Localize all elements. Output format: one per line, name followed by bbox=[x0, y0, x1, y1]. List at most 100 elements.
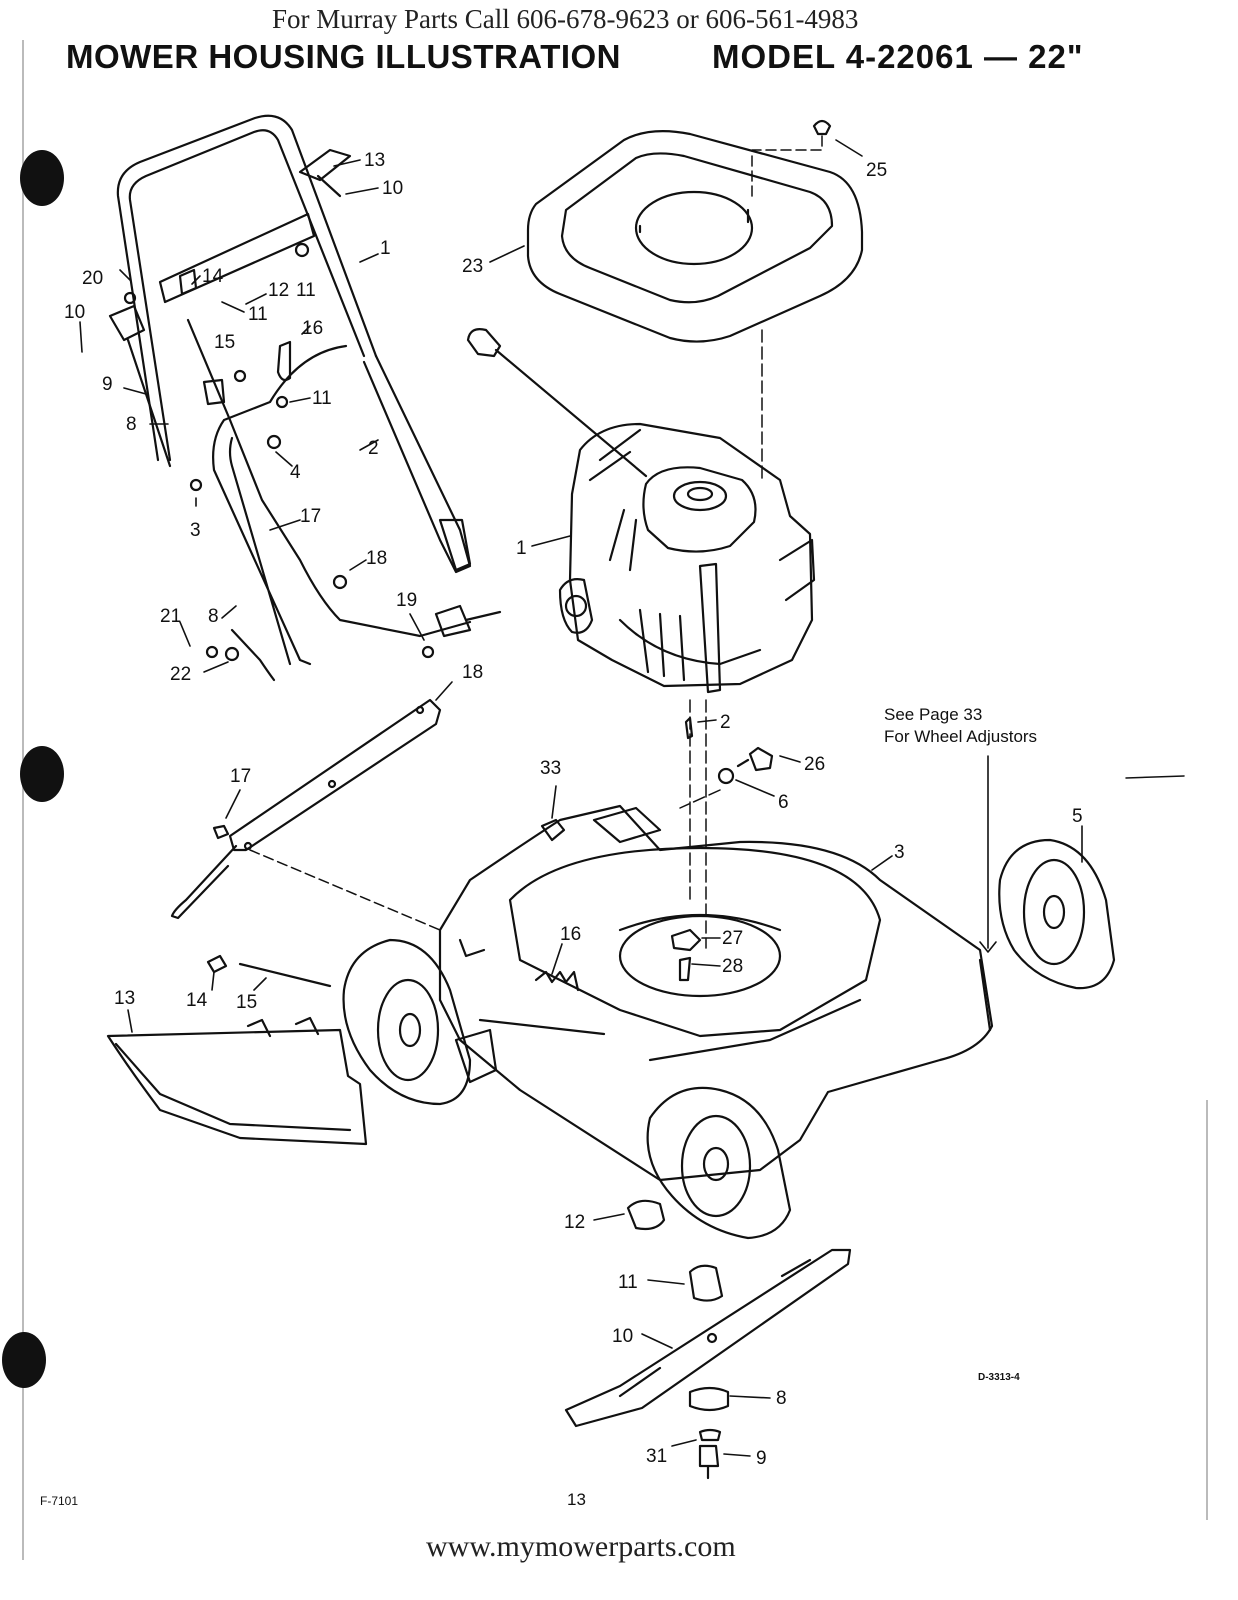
wheel-adjustor-note: See Page 33 For Wheel Adjustors bbox=[884, 704, 1037, 748]
callout-blade-4: 31 bbox=[646, 1446, 667, 1467]
callout-housing-10: 15 bbox=[236, 992, 257, 1013]
website-url[interactable]: www.mymowerparts.com bbox=[426, 1530, 736, 1563]
lock-washer-31 bbox=[698, 1428, 722, 1442]
key-pin bbox=[684, 716, 694, 740]
callout-handle-14: 2 bbox=[368, 438, 379, 459]
screw-28 bbox=[678, 956, 692, 982]
hub-cap-12 bbox=[626, 1199, 666, 1231]
nut-14 bbox=[206, 954, 228, 974]
callout-handle-18: 18 bbox=[366, 548, 387, 569]
control-bail bbox=[298, 148, 352, 198]
callout-handle-3: 14 bbox=[202, 266, 224, 287]
callout-housing-4: 5 bbox=[1072, 806, 1083, 827]
callout-housing-8: 13 bbox=[114, 988, 135, 1009]
bolt-26 bbox=[736, 746, 774, 772]
callout-handle-12: 9 bbox=[102, 374, 113, 395]
callout-housing-5: 16 bbox=[560, 924, 581, 945]
nut-17 bbox=[212, 824, 230, 840]
blade-10 bbox=[564, 1248, 852, 1428]
callout-engine-2: 1 bbox=[516, 538, 527, 559]
callout-housing-7: 28 bbox=[722, 956, 743, 977]
rear-deflector-bracket bbox=[170, 698, 442, 920]
callout-engine-5: 6 bbox=[778, 792, 789, 813]
throttle-control bbox=[202, 378, 226, 406]
wheel-rear bbox=[998, 838, 1116, 990]
callout-handle-2: 1 bbox=[380, 238, 391, 259]
engine-block bbox=[558, 422, 816, 694]
callout-housing-6: 27 bbox=[722, 928, 743, 949]
cover-knob bbox=[812, 119, 832, 136]
callout-handle-17: 17 bbox=[300, 506, 321, 527]
blade-adapter-11 bbox=[688, 1264, 724, 1302]
discharge-deflector bbox=[106, 1016, 368, 1146]
callout-handle-19: 19 bbox=[396, 590, 417, 611]
parts-phone-line: For Murray Parts Call 606-678-9623 or 60… bbox=[272, 4, 859, 34]
callout-housing-2: 33 bbox=[540, 758, 561, 779]
wheel-adjustor-note-line2: For Wheel Adjustors bbox=[884, 727, 1038, 746]
callout-handle-16: 3 bbox=[190, 520, 201, 541]
binder-hole-bottom bbox=[2, 1332, 46, 1388]
callout-handle-7: 20 bbox=[82, 268, 103, 289]
callout-housing-1: 17 bbox=[230, 766, 251, 787]
mower-deck bbox=[438, 804, 994, 1182]
handle-assembly bbox=[108, 114, 502, 682]
callout-engine-1: 23 bbox=[462, 256, 483, 277]
blade-bolt-9 bbox=[698, 1444, 720, 1480]
callout-blade-1: 11 bbox=[618, 1272, 638, 1293]
drawing-number: D-3313-4 bbox=[978, 1372, 1020, 1383]
cable-guide-left bbox=[108, 304, 172, 468]
callout-blade-5: 9 bbox=[756, 1448, 767, 1469]
callout-handle-6: 11 bbox=[248, 304, 268, 325]
callout-engine-4: 26 bbox=[804, 754, 825, 775]
handle-leaders bbox=[79, 159, 425, 673]
engine-top-cover bbox=[526, 130, 864, 343]
callout-blade-0: 12 bbox=[564, 1212, 585, 1233]
callout-handle-10: 16 bbox=[302, 318, 323, 339]
callout-housing-3: 3 bbox=[894, 842, 905, 863]
page-number: 13 bbox=[567, 1490, 586, 1509]
model-title: MODEL 4-22061 — 22" bbox=[712, 38, 1084, 75]
wheel-front-left bbox=[342, 938, 472, 1106]
callout-housing-0: 18 bbox=[462, 662, 483, 683]
wheel-front-right bbox=[646, 1086, 792, 1240]
rear-bracket bbox=[454, 1018, 606, 1084]
callout-handle-11: 11 bbox=[312, 388, 332, 409]
blade-washer-8 bbox=[688, 1386, 730, 1412]
handle-crossbar bbox=[158, 212, 316, 304]
right-margin-line bbox=[1206, 1100, 1208, 1520]
blade-assembly bbox=[564, 1248, 852, 1480]
callout-handle-1: 10 bbox=[382, 178, 403, 199]
lower-handle bbox=[212, 344, 472, 666]
binder-hole-middle bbox=[20, 746, 64, 802]
washer-27 bbox=[670, 928, 702, 952]
lower-handle-bracket bbox=[438, 518, 472, 572]
page-title: MOWER HOUSING ILLUSTRATION bbox=[66, 38, 622, 75]
cable-clip-lower bbox=[230, 628, 276, 682]
callout-handle-5: 11 bbox=[296, 280, 316, 301]
callout-engine-0: 25 bbox=[866, 160, 887, 181]
callout-handle-0: 13 bbox=[364, 150, 385, 171]
form-number: F-7101 bbox=[40, 1494, 79, 1508]
callout-housing-9: 14 bbox=[186, 990, 208, 1011]
upper-handle bbox=[116, 114, 378, 462]
nut-33 bbox=[540, 818, 566, 842]
wheel-adjustor-note-line1: See Page 33 bbox=[884, 705, 983, 724]
callout-handle-22: 22 bbox=[170, 664, 191, 685]
callout-blade-3: 8 bbox=[776, 1388, 787, 1409]
washer-6 bbox=[717, 767, 735, 785]
callout-blade-2: 10 bbox=[612, 1326, 633, 1347]
callout-handle-20: 21 bbox=[160, 606, 181, 627]
callout-handle-9: 15 bbox=[214, 332, 235, 353]
callout-handle-15: 4 bbox=[290, 462, 301, 483]
left-margin-line bbox=[22, 40, 24, 1560]
callout-handle-8: 10 bbox=[64, 302, 85, 323]
binder-hole-top bbox=[20, 150, 64, 206]
starter-rope-handle bbox=[466, 328, 648, 478]
callout-handle-4: 12 bbox=[268, 280, 289, 301]
throttle-cable bbox=[186, 318, 472, 638]
axle-rod-15 bbox=[238, 962, 332, 988]
spring-16 bbox=[534, 970, 580, 992]
callout-engine-3: 2 bbox=[720, 712, 731, 733]
callout-handle-13: 8 bbox=[126, 414, 137, 435]
